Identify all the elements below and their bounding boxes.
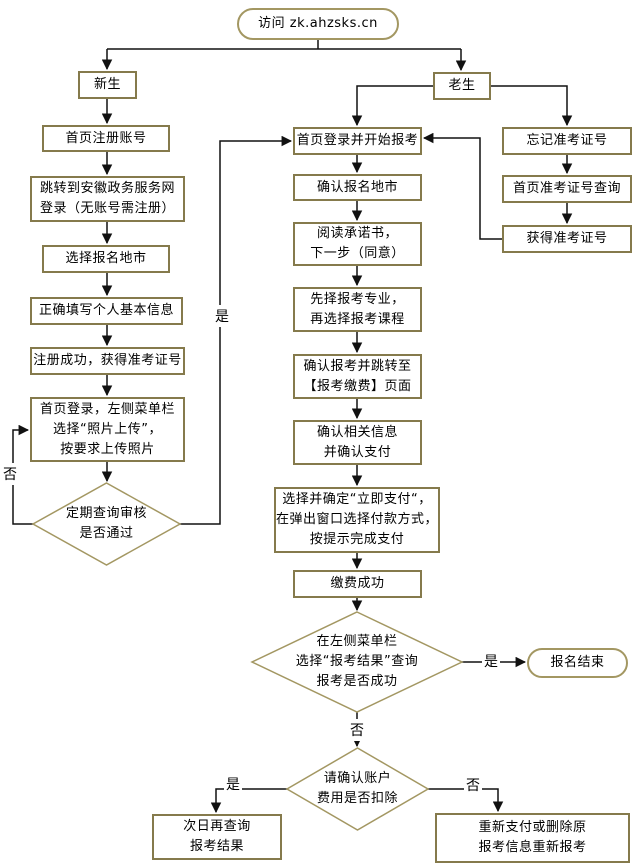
node-choose-major-label: 先择报考专业， 再选择报考课程: [310, 291, 405, 327]
node-old-student: 老生: [433, 72, 491, 100]
node-confirm-pay-info: 确认相关信息 并确认支付: [293, 420, 422, 465]
edge-label-deduct-no: 否: [464, 774, 482, 796]
node-fill-info: 正确填写个人基本信息: [30, 297, 183, 325]
node-register-success-label: 注册成功，获得准考证号: [33, 353, 182, 368]
node-jump-gov: 跳转到安徽政务服务网 登录（无账号需注册）: [30, 176, 185, 222]
edge-label-deduct-yes: 是: [224, 773, 242, 795]
node-query-next-day-label: 次日再查询 报考结果: [183, 819, 251, 854]
node-fill-info-label: 正确填写个人基本信息: [38, 303, 174, 318]
node-query-next-day: 次日再查询 报考结果: [152, 814, 282, 860]
node-repay: 重新支付或删除原 报考信息重新报考: [435, 813, 630, 863]
decision-deduct-text: 请确认账户 费用是否扣除: [297, 758, 418, 820]
node-forgot-number-label: 忘记准考证号: [526, 133, 608, 148]
edge-old-login: [351, 85, 433, 127]
edge-label-result-no: 否: [348, 719, 366, 741]
node-confirm-pay-info-label: 确认相关信息 并确认支付: [316, 424, 398, 460]
node-register-success: 注册成功，获得准考证号: [30, 347, 185, 375]
edge-deduct-no-repay: [428, 788, 504, 813]
node-pay-success: 缴费成功: [293, 570, 422, 598]
decision-review-label: 定期查询审核 是否通过: [65, 506, 147, 541]
start-terminal-label: 访问 zk.ahzsks.cn: [258, 16, 378, 31]
edge-label-review-yes: 是: [213, 305, 231, 327]
decision-result-label: 在左侧菜单栏 选择“报考结果”查询 报考是否成功: [295, 634, 419, 689]
finish-terminal: 报名结束: [527, 648, 628, 678]
decision-deduct-shape: [285, 747, 430, 831]
node-forgot-number: 忘记准考证号: [502, 127, 632, 155]
node-select-city-label: 选择报名地市: [65, 251, 147, 266]
node-register-account: 首页注册账号: [42, 125, 170, 152]
decision-result-text: 在左侧菜单栏 选择“报考结果”查询 报考是否成功: [262, 625, 452, 699]
decision-review-shape: [31, 482, 182, 566]
node-login-start: 首页登录并开始报考: [293, 127, 422, 155]
edge-review-yes-login: [180, 135, 293, 525]
node-read-promise: 阅读承诺书， 下一步（同意）: [293, 222, 422, 266]
node-got-number-label: 获得准考证号: [526, 231, 608, 246]
node-confirm-jump-pay: 确认报考并跳转至 【报考缴费】页面: [293, 354, 422, 399]
node-upload-photo: 首页登录，左侧菜单栏 选择“照片上传”， 按要求上传照片: [30, 397, 185, 462]
node-confirm-jump-pay-label: 确认报考并跳转至 【报考缴费】页面: [303, 358, 412, 394]
start-terminal: 访问 zk.ahzsks.cn: [237, 8, 399, 40]
node-confirm-city: 确认报名地市: [293, 174, 422, 201]
node-got-number: 获得准考证号: [502, 225, 632, 253]
node-old-student-label: 老生: [448, 78, 476, 93]
node-register-account-label: 首页注册账号: [65, 130, 147, 146]
node-jump-gov-label: 跳转到安徽政务服务网 登录（无账号需注册）: [39, 181, 175, 216]
node-pay-now-label: 选择并确定“立即支付“， 在弹出窗口选择付款方式， 按提示完成支付: [276, 492, 439, 547]
edge-label-result-yes: 是: [482, 650, 500, 672]
node-confirm-city-label: 确认报名地市: [316, 179, 398, 195]
node-choose-major: 先择报考专业， 再选择报考课程: [293, 287, 422, 332]
node-upload-photo-label: 首页登录，左侧菜单栏 选择“照片上传”， 按要求上传照片: [39, 401, 175, 457]
node-number-query: 首页准考证号查询: [502, 175, 632, 203]
edge-old-forgot: [490, 85, 573, 127]
decision-result-shape: [250, 611, 464, 713]
decision-deduct-label: 请确认账户 费用是否扣除: [316, 771, 398, 806]
edge-got-login: [422, 132, 502, 240]
finish-terminal-label: 报名结束: [550, 655, 605, 670]
node-new-student: 新生: [78, 71, 137, 99]
node-pay-now: 选择并确定“立即支付“， 在弹出窗口选择付款方式， 按提示完成支付: [274, 487, 440, 553]
node-select-city: 选择报名地市: [42, 245, 170, 273]
node-login-start-label: 首页登录并开始报考: [296, 133, 419, 148]
edge-deduct-yes-nextday: [210, 788, 287, 814]
node-repay-label: 重新支付或删除原 报考信息重新报考: [478, 820, 587, 855]
node-new-student-label: 新生: [93, 77, 121, 92]
decision-review-text: 定期查询审核 是否通过: [33, 489, 180, 559]
node-number-query-label: 首页准考证号查询: [512, 181, 621, 196]
node-read-promise-label: 阅读承诺书， 下一步（同意）: [310, 226, 405, 261]
edge-label-review-no: 否: [1, 463, 19, 485]
node-pay-success-label: 缴费成功: [330, 576, 385, 591]
